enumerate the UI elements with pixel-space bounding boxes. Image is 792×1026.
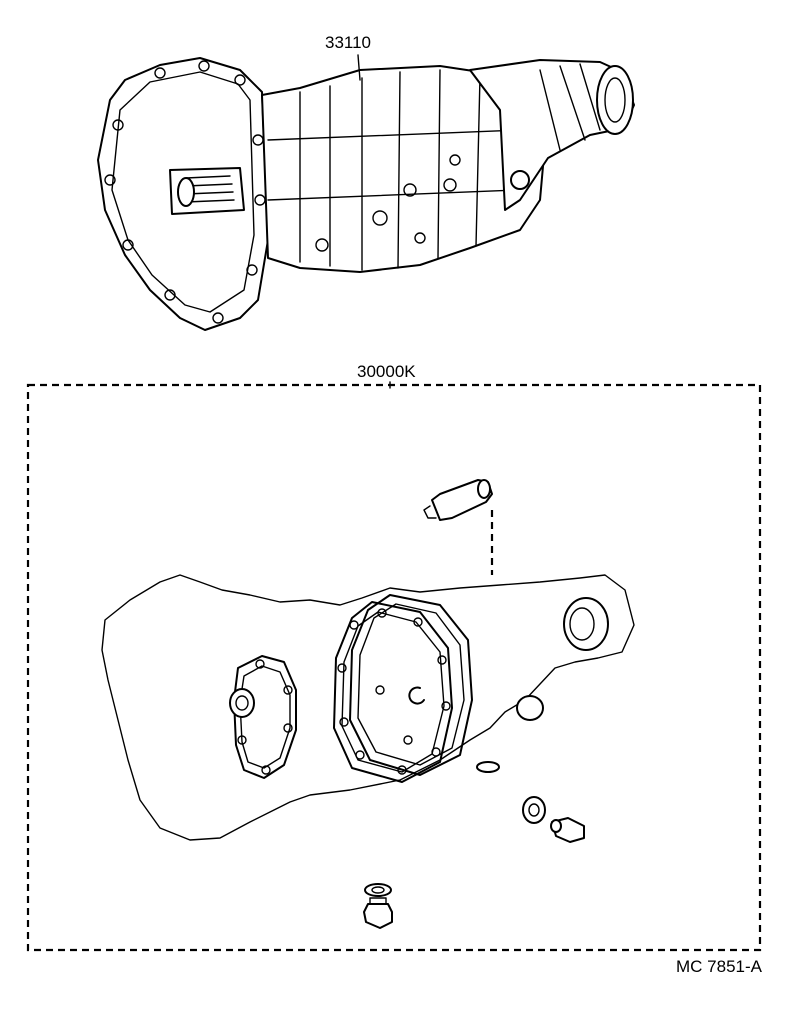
figure-code: MC 7851-A (676, 957, 763, 976)
snap-ring (408, 686, 425, 705)
rear-oil-seal (563, 597, 609, 651)
input-shaft (169, 167, 245, 215)
expansion-plug (516, 695, 544, 721)
case-bolts (315, 154, 461, 252)
leader-line-33110 (357, 54, 361, 81)
kit-boundary-box (26, 383, 762, 952)
front-bearing-retainer-gasket (233, 655, 297, 779)
speedometer-sleeve (423, 479, 493, 521)
drain-plug (363, 897, 393, 929)
o-ring (476, 761, 500, 773)
label-30000k: 30000K (357, 362, 416, 381)
label-33110: 33110 (325, 33, 371, 52)
case-gasket-front (333, 601, 453, 783)
case-phantom-outline (101, 574, 635, 841)
transmission-assembly (97, 54, 635, 331)
output-flange (596, 65, 634, 135)
side-plug (510, 170, 530, 190)
filler-plug-gasket (522, 796, 546, 824)
case-gasket-rear (349, 594, 473, 776)
drain-plug-gasket (364, 883, 392, 897)
bell-housing-bolts (104, 60, 266, 324)
front-oil-seal (229, 688, 255, 718)
filler-plug (550, 817, 585, 843)
